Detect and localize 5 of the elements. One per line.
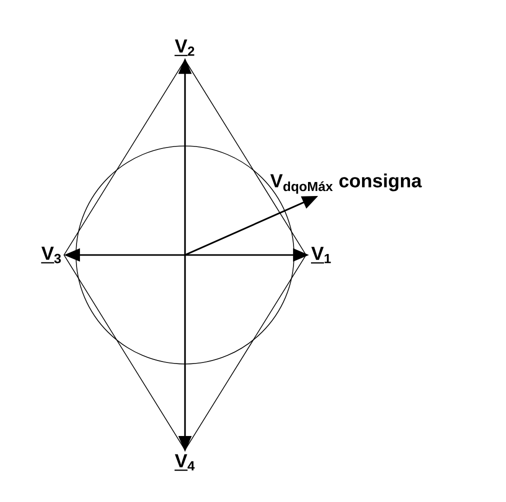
vector-label: V$_{3}$ xyxy=(41,246,61,264)
vector-label: V$_{4}$ xyxy=(174,454,195,470)
vector-label: V$_{1}$ xyxy=(311,246,331,264)
vector-label: V$_{dqoMáx}$ consigna xyxy=(270,174,422,194)
vector-label: V$_{2}$ xyxy=(174,39,194,56)
